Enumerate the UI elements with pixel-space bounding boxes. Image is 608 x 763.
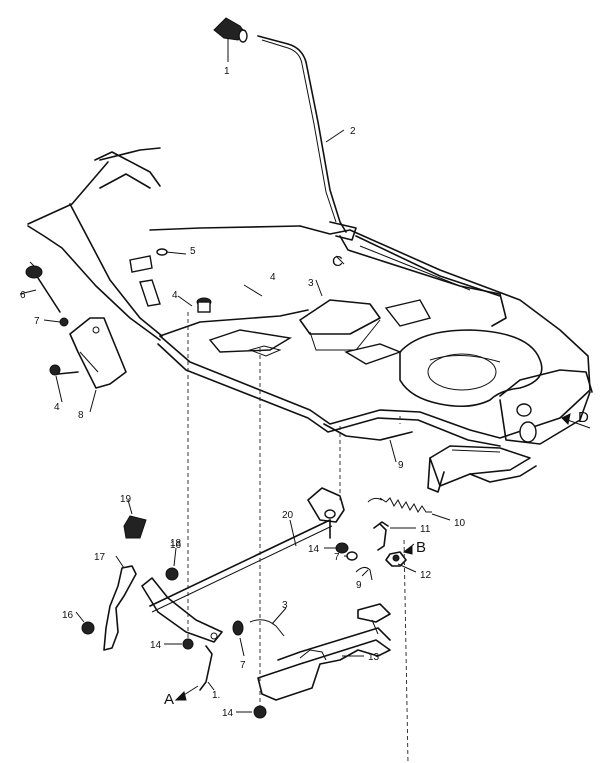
callout-4: 4 xyxy=(270,272,276,283)
cross-shaft xyxy=(149,519,331,607)
callout-2: 2 xyxy=(350,126,356,137)
callout-19: 19 xyxy=(120,494,132,505)
callout-16: 16 xyxy=(62,610,74,621)
callout-7: 7 xyxy=(34,316,40,327)
callout-14: 14 xyxy=(308,544,320,555)
callout-6: 6 xyxy=(20,290,26,301)
callout-3: 3 xyxy=(282,600,288,611)
lever-rod xyxy=(257,35,347,233)
callout-4: 4 xyxy=(172,290,178,301)
handle-grip xyxy=(123,515,147,539)
callout-1: 1. xyxy=(212,690,220,701)
callout-1: 1 xyxy=(224,66,230,77)
callout-labels: 1 2 3 4 4 4 5 6 7 8 9 10 11 12 13 14 7 9… xyxy=(20,66,466,719)
spring xyxy=(379,497,432,513)
callout-17: 17 xyxy=(94,552,106,563)
shaft-linkage-assembly xyxy=(81,487,432,719)
leader-lines xyxy=(19,38,591,713)
callout-8: 8 xyxy=(78,410,84,421)
reference-letters: A B C D xyxy=(164,253,589,708)
callout-14: 14 xyxy=(222,708,234,719)
callout-12: 12 xyxy=(420,570,432,581)
alignment-lines xyxy=(187,312,409,763)
callout-13: 13 xyxy=(368,652,380,663)
callout-7: 7 xyxy=(240,660,246,671)
callout-11: 11 xyxy=(420,524,431,535)
ref-letter-a: A xyxy=(164,691,174,708)
lower-bracket xyxy=(257,603,391,701)
frame-body xyxy=(27,147,593,493)
ref-letter-d: D xyxy=(578,409,589,426)
ref-letter-c: C xyxy=(332,253,343,270)
callout-9: 9 xyxy=(356,580,362,591)
ref-letter-b: B xyxy=(416,539,426,556)
callout-18: 18 xyxy=(170,538,182,549)
callout-10: 10 xyxy=(454,518,466,529)
callout-14: 14 xyxy=(150,640,162,651)
callout-20: 20 xyxy=(282,510,294,521)
callout-4: 4 xyxy=(54,402,60,413)
callout-5: 5 xyxy=(190,246,196,257)
callout-16: 16 xyxy=(170,540,182,551)
callout-7: 7 xyxy=(334,552,340,563)
pulley-cutout xyxy=(399,329,543,408)
left-bracket-assembly xyxy=(25,261,127,389)
left-lever-arm xyxy=(103,565,137,651)
control-lever-assembly xyxy=(213,17,357,241)
callout-3: 3 xyxy=(308,278,314,289)
callout-9: 9 xyxy=(398,460,404,471)
